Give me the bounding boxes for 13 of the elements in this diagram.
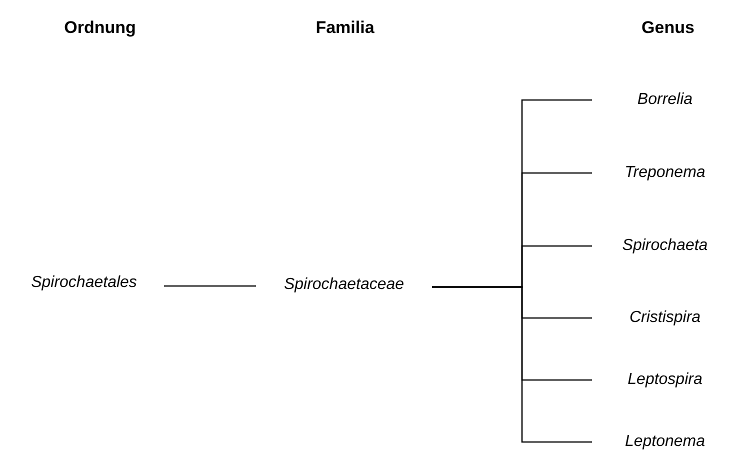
rank-heading: Ordnung	[64, 18, 136, 38]
taxon-name: Leptonema	[624, 433, 706, 451]
taxon-name: Spirochaetales	[31, 274, 137, 292]
taxon-name: Leptospira	[628, 371, 702, 389]
taxon-name: Borrelia	[637, 91, 693, 109]
tree-connector	[432, 286, 592, 443]
taxon-name: Cristispira	[629, 309, 701, 327]
tree-connector	[164, 285, 256, 287]
rank-heading: Genus	[642, 18, 694, 38]
rank-heading: Familia	[316, 18, 374, 38]
taxon-name: Treponema	[624, 164, 706, 182]
taxon-name: Spirochaeta	[622, 237, 708, 255]
taxon-name: Spirochaetaceae	[284, 276, 404, 294]
